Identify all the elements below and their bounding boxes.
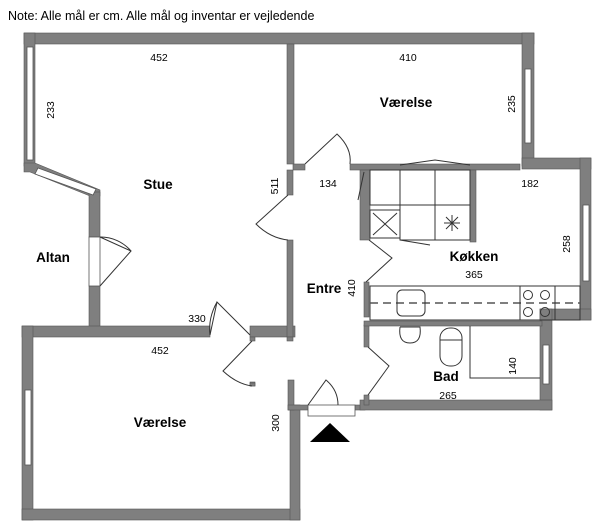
windows: [24, 46, 590, 466]
doors: [99, 133, 393, 442]
room-entre: Entre: [307, 281, 342, 296]
dim-entre-width: 134: [319, 178, 337, 190]
sink-icon: [396, 289, 426, 317]
room-vaerelse-bottom: Værelse: [134, 415, 187, 430]
room-stue: Stue: [143, 177, 173, 192]
disclaimer-note: Note: Alle mål er cm. Alle mål og invent…: [8, 9, 315, 23]
dim-vaerelse-bottom-width: 452: [151, 345, 169, 357]
room-vaerelse-top: Værelse: [380, 95, 433, 110]
toilet-icon: [439, 327, 463, 367]
dim-vaerelse-top-width: 410: [399, 52, 417, 64]
bath-fixtures: [399, 326, 540, 379]
dim-koekken-top: 182: [521, 178, 539, 190]
room-koekken: Køkken: [450, 249, 499, 264]
extractor-icon: [444, 215, 460, 231]
dim-stue-depth: 511: [269, 177, 281, 194]
washbasin-icon: [399, 326, 421, 344]
room-bad: Bad: [433, 369, 459, 384]
dim-koekken-width: 365: [465, 269, 483, 281]
dim-bad-depth: 140: [507, 357, 519, 375]
dim-stue-window: 233: [45, 101, 57, 119]
room-altan: Altan: [36, 250, 70, 265]
dim-bad-width: 265: [439, 390, 457, 402]
dimension-labels: 452 233 511 330 410 235 134 410 182 365 …: [45, 52, 573, 432]
dim-koekken-depth: 258: [561, 235, 573, 253]
dim-vaerelse-bottom-depth: 300: [270, 414, 282, 432]
room-labels: Stue Altan Værelse Entre Køkken Bad Være…: [36, 95, 498, 430]
dim-stue-bottom: 330: [188, 313, 206, 325]
dim-vaerelse-top-depth: 235: [506, 95, 518, 113]
entrance-arrow-icon: [310, 423, 350, 442]
dim-entre-depth: 410: [346, 279, 358, 297]
kitchen-fixtures: [369, 159, 581, 321]
dim-stue-width: 452: [150, 52, 168, 64]
